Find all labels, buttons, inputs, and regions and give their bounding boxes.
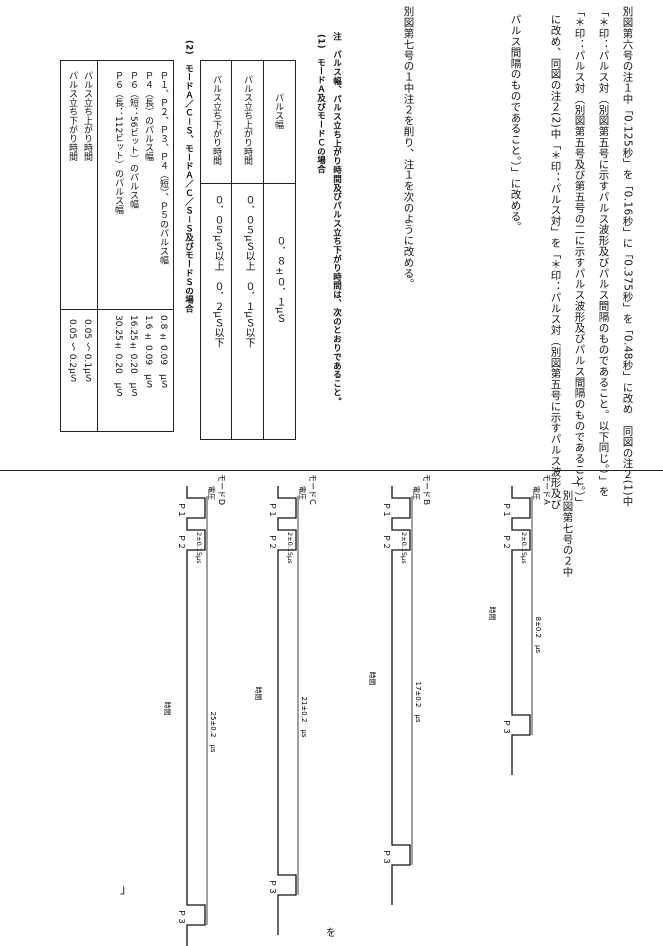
mode-label-2: モードＢ <box>422 474 431 506</box>
note-item-2: (2) モードＡ／Ｃ－Ｓ、モードＡ／Ｃ／Ｓ－Ｓ及びモードＳの場合 <box>183 40 194 313</box>
pulse-label-p3-2: Ｐ３ <box>382 849 391 865</box>
axis-time-4: 時間 <box>163 702 171 716</box>
section-divider <box>0 470 663 471</box>
table2-label-p4-long: Ｐ４（長）のパルス幅 <box>143 71 153 161</box>
width-label-4: 2±0.15μs <box>195 532 203 564</box>
mode-label-4: モードＤ <box>217 474 226 506</box>
axis-pressure-4: 電圧 <box>207 486 215 500</box>
pulse-label-p2-3: Ｐ２ <box>268 534 277 550</box>
mode-label-1: モードＡ <box>542 474 551 506</box>
table1-value-rise: ０．０５μＳ以上 ０．１μＳ以下 <box>243 195 254 348</box>
text-line-1: 別図第六号の注１中「0.125秒」を「0.16秒」に「0.375秒」を「0.48… <box>621 6 634 507</box>
axis-time-1: 時間 <box>488 607 496 621</box>
note-intro: 注 パルス幅、パルス立ち上がり時間及びパルス立ち下がり時間は、次のとおりであるこ… <box>331 32 342 406</box>
spacing-label-4: 25±0.2 μs <box>209 712 217 753</box>
table2-value-p6-short: 16.25± 0.20 μＳ <box>128 315 138 398</box>
pulse-label-p1-3: Ｐ１ <box>268 502 277 518</box>
table2-value-fall: 0.05 ～ 0.2μＳ <box>67 319 77 383</box>
table2-label-p6-long: Ｐ６（長：112ビット）のパルス幅 <box>113 71 123 215</box>
pulse-label-p3-3: Ｐ３ <box>268 879 277 895</box>
table2-label-p1-p5: Ｐ１、Ｐ２、Ｐ３、Ｐ４（短）、Ｐ５のパルス幅 <box>158 71 168 265</box>
page-continuation-mark: を <box>326 928 336 939</box>
figure-close-bracket: 」 <box>120 882 133 896</box>
waveform-4 <box>186 486 206 946</box>
table2-value-p1-p5: 0.8 ± 0.09 μＳ <box>158 315 168 389</box>
width-label-2: 2±0.15μs <box>400 532 408 564</box>
table1-value-fall: ０．０５μＳ以上 ０．２μＳ以下 <box>212 195 223 348</box>
axis-time-3: 時間 <box>254 687 262 701</box>
pulse-label-p1-1: Ｐ１ <box>502 502 511 518</box>
spacing-label-2: 17±0.2 μs <box>414 682 422 723</box>
figure-open-bracket: 「 <box>567 476 580 487</box>
table2-value-rise: 0.05 ～ 0.1μＳ <box>82 319 92 383</box>
axis-time-2: 時間 <box>368 672 376 686</box>
axis-pressure-1: 電圧 <box>532 486 540 500</box>
table2-value-p6-long: 30.25± 0.20 μＳ <box>113 315 123 398</box>
pulse-label-p2-1: Ｐ２ <box>502 534 511 550</box>
pulse-label-p1-2: Ｐ１ <box>382 502 391 518</box>
table-mode-a-c: パルス幅 ０．８±０．１μＳ パルス立ち上がり時間 ０．０５μＳ以上 ０．１μＳ… <box>200 60 296 440</box>
text-line-2: 「＊印：パルス対（別図第五号に示すパルス波形及びパルス間隔のものであること。以下… <box>597 6 610 497</box>
table2-label-p6-short: Ｐ６（短：56ビット）のパルス幅 <box>128 71 138 209</box>
axis-pressure-3: 電圧 <box>298 486 306 500</box>
note-item-1: (1) モードＡ及びモードＣの場合 <box>315 34 326 174</box>
table2-value-p4-long: 1.6 ± 0.09 μＳ <box>143 315 153 389</box>
table2-label-rise: パルス立ち上がり時間 <box>82 71 92 161</box>
text-line-4: に改め、同図の注２(2)中「＊印：パルス対」を「＊印：パルス対（別図第五号に示す… <box>549 14 562 510</box>
table-mode-s: Ｐ１、Ｐ２、Ｐ３、Ｐ４（短）、Ｐ５のパルス幅 0.8 ± 0.09 μＳ Ｐ４（… <box>60 60 174 432</box>
spacing-label-1: 8±0.2 μs <box>534 617 542 654</box>
mode-label-3: モードＣ <box>308 474 317 506</box>
pulse-label-p3-4: Ｐ３ <box>177 909 186 925</box>
width-label-1: 2±0.15μs <box>520 532 528 564</box>
waveform-1 <box>511 486 531 775</box>
spacing-label-3: 21±0.2 μs <box>300 697 308 738</box>
pulse-label-p2-4: Ｐ２ <box>177 534 186 550</box>
waveform-3 <box>277 486 297 935</box>
pulse-label-p3-1: Ｐ３ <box>502 719 511 735</box>
table1-value-width: ０．８±０．１μＳ <box>274 236 285 324</box>
table2-label-fall: パルス立ち下がり時間 <box>67 71 77 161</box>
text-line-3: 「＊印：パルス対（別図第五号及び第五号の二に示すパルス波形及びパルス間隔のもので… <box>573 6 586 508</box>
pulse-label-p1-4: Ｐ１ <box>177 502 186 518</box>
text-line-6: 別図第七号の１中注２を削り、注１を次のように改める。 <box>402 6 415 290</box>
axis-pressure-2: 電圧 <box>412 486 420 500</box>
table1-label-width: パルス幅 <box>273 93 283 129</box>
text-line-5: パルス間隔のものであること。）」に改める。 <box>509 14 522 233</box>
figure-title: 別図第七号の２中 <box>561 490 574 578</box>
waveform-2 <box>391 486 411 905</box>
width-label-3: 2±0.15μs <box>286 532 294 564</box>
table1-label-rise: パルス立ち上がり時間 <box>242 75 252 165</box>
table1-label-fall: パルス立ち下がり時間 <box>211 75 221 165</box>
pulse-label-p2-2: Ｐ２ <box>382 534 391 550</box>
